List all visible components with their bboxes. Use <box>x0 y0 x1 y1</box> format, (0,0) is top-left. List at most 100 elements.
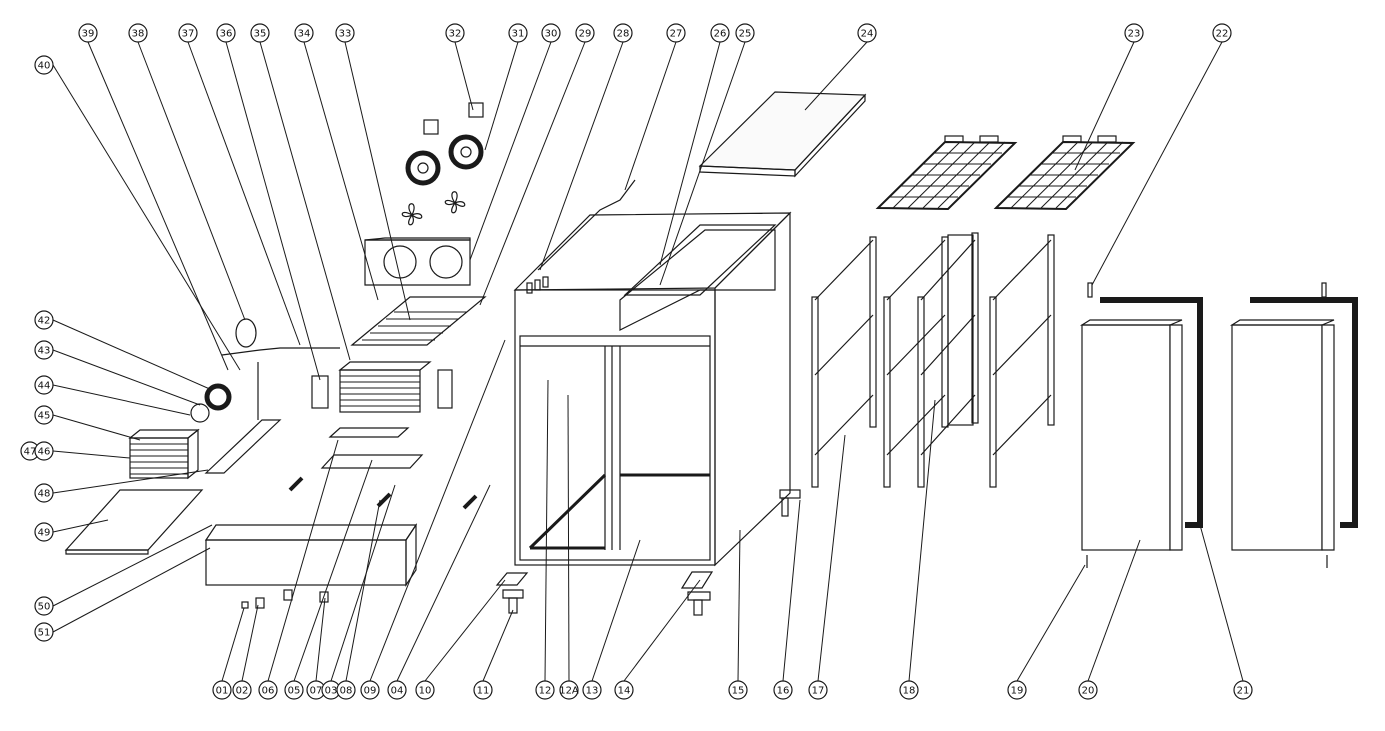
callout-leader-line <box>52 519 109 533</box>
part-evaporator-cover <box>350 296 487 346</box>
part-cabinet-body <box>513 179 801 567</box>
callout-bubble <box>575 23 595 43</box>
callout-bot-04: 04 <box>387 484 491 700</box>
callout-bubble <box>250 23 270 43</box>
callout-bot-03: 03 <box>321 484 396 700</box>
callout-bot-19: 19 <box>1007 564 1086 700</box>
callout-label: 43 <box>38 346 51 357</box>
callout-bubble <box>614 680 634 700</box>
callout-leader-line <box>303 41 379 301</box>
callout-leader-line <box>782 499 801 682</box>
callout-label: 12 <box>539 686 552 697</box>
callout-left-48: 48 <box>34 469 209 503</box>
part-wire-shelf-right <box>993 135 1136 211</box>
callout-bubble <box>34 522 54 542</box>
callout-bubble <box>294 23 314 43</box>
part-top-lid <box>698 91 867 178</box>
callout-bot-08: 08 <box>336 499 381 700</box>
callout-bubble <box>735 23 755 43</box>
part-wire-shelf-left <box>875 135 1018 211</box>
callout-bubble <box>34 596 54 616</box>
callout-label: 39 <box>82 29 95 40</box>
callout-bubble <box>582 680 602 700</box>
callout-top-23: 23 <box>1074 23 1144 171</box>
callout-bubble <box>445 23 465 43</box>
callout-leader-line <box>737 529 741 682</box>
callout-left-40: 40 <box>34 55 241 371</box>
callout-label: 11 <box>477 686 490 697</box>
callout-bubble <box>1124 23 1144 43</box>
callout-label: 34 <box>298 29 311 40</box>
callout-bubble <box>1007 680 1027 700</box>
callout-left-49: 49 <box>34 519 109 542</box>
callout-bot-17: 17 <box>808 434 846 700</box>
callout-label: 29 <box>579 29 592 40</box>
callout-bot-02: 02 <box>232 604 259 700</box>
callout-leader-line <box>544 379 549 682</box>
callout-label: 31 <box>512 29 525 40</box>
callout-label: 47 <box>24 447 37 458</box>
callout-bot-01: 01 <box>212 607 245 700</box>
callout-leader-line <box>293 459 373 682</box>
callout-bubble <box>857 23 877 43</box>
part-drain-tray <box>320 427 424 469</box>
callout-label: 27 <box>670 29 683 40</box>
callout-label: 14 <box>618 686 631 697</box>
part-feet <box>495 571 714 616</box>
callout-label: 08 <box>340 686 353 697</box>
callout-leader-line <box>241 604 259 682</box>
callout-bubble <box>335 23 355 43</box>
callout-left-51: 51 <box>34 547 211 642</box>
callout-top-26: 26 <box>659 23 730 266</box>
callout-leader-line <box>52 524 213 607</box>
callout-bubble <box>899 680 919 700</box>
callout-leader-line <box>469 41 552 261</box>
callout-label: 03 <box>325 686 338 697</box>
callout-label: 45 <box>38 411 51 422</box>
callout-leader-line <box>344 41 411 321</box>
callout-bot-21: 21 <box>1199 524 1253 700</box>
part-base-panel <box>64 489 204 555</box>
callout-label: 17 <box>812 686 825 697</box>
part-evaporator-coil <box>311 361 453 413</box>
callout-left-46: 46 <box>34 441 131 461</box>
callout-label: 01 <box>216 686 229 697</box>
callout-top-25: 25 <box>659 23 755 286</box>
callout-top-37: 37 <box>178 23 301 346</box>
callout-leader-line <box>221 607 245 682</box>
callout-leader-line <box>315 597 326 682</box>
callout-label: 50 <box>38 602 51 613</box>
callout-bubble <box>508 23 528 43</box>
callout-top-32: 32 <box>445 23 474 111</box>
callout-label: 30 <box>545 29 558 40</box>
callout-bubble <box>559 680 579 700</box>
callout-label: 36 <box>220 29 233 40</box>
callout-bot-14: 14 <box>614 579 701 700</box>
callout-bubble <box>178 23 198 43</box>
callout-leader-line <box>539 41 624 271</box>
callout-label: 09 <box>364 686 377 697</box>
callout-leader-line <box>87 41 229 371</box>
callout-bubble <box>415 680 435 700</box>
callout-leader-line <box>52 414 141 441</box>
callout-top-38: 38 <box>128 23 246 321</box>
callout-top-39: 39 <box>78 23 229 371</box>
callout-label: 25 <box>739 29 752 40</box>
callout-leader-line <box>908 399 936 682</box>
part-door-right <box>1229 282 1358 568</box>
callout-leader-line <box>1074 41 1135 171</box>
callout-label: 02 <box>236 686 249 697</box>
callout-bubble <box>387 680 407 700</box>
callout-leader-line <box>330 484 396 682</box>
callout-bubble <box>535 680 555 700</box>
callout-bubble <box>34 375 54 395</box>
callout-bot-05: 05 <box>284 459 373 700</box>
callout-left-43: 43 <box>34 340 201 406</box>
callout-label: 42 <box>38 316 51 327</box>
callout-top-31: 31 <box>484 23 528 151</box>
callout-label: 28 <box>617 29 630 40</box>
callout-bot-12a: 12A <box>559 394 579 700</box>
part-compressor <box>221 318 340 420</box>
callout-bubble <box>1078 680 1098 700</box>
